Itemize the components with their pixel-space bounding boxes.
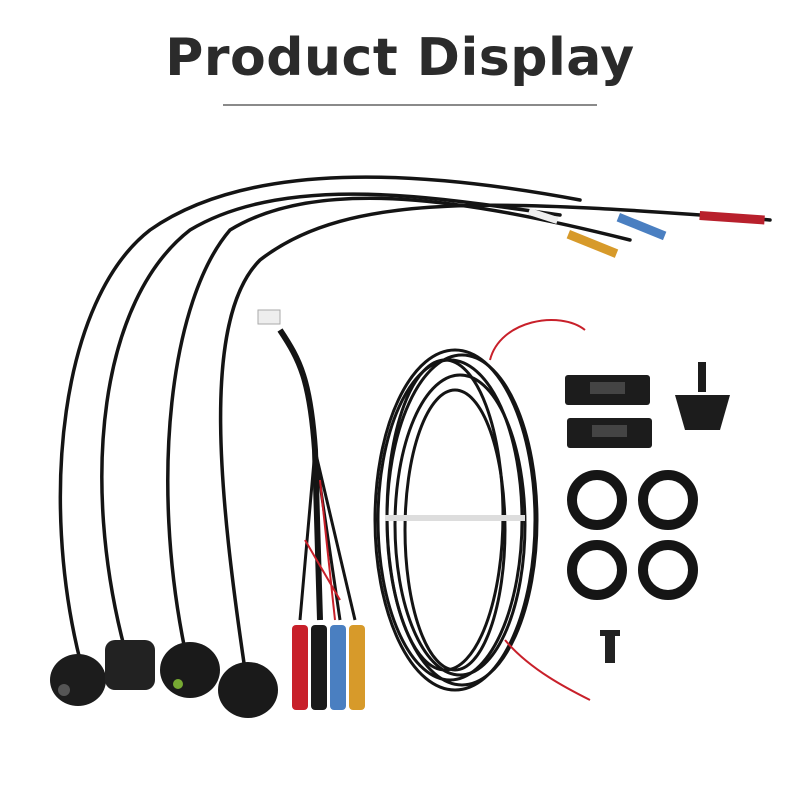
extension-cable-bundle: [373, 319, 591, 701]
camera-cables: [58, 175, 772, 672]
camera-2: [105, 640, 155, 690]
screw: [600, 630, 620, 663]
camera-4: [218, 662, 278, 718]
title-divider: [223, 104, 597, 106]
camera-1: [50, 654, 106, 706]
mounting-bracket: [565, 375, 650, 405]
page-title: Product Display: [165, 28, 635, 88]
mounting-bracket: [567, 418, 652, 448]
hole-saw: [675, 362, 730, 430]
cable-plugs: [527, 208, 765, 258]
rubber-o-rings: [567, 470, 698, 600]
camera-3: [160, 642, 220, 698]
wiring-harness: [257, 309, 365, 710]
